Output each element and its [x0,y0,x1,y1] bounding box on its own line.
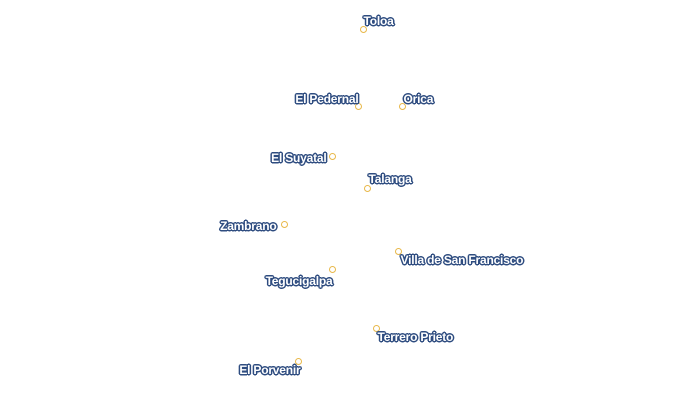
place-marker-icon[interactable] [360,26,367,33]
place-marker-icon[interactable] [399,103,406,110]
place-label: El Suyatal [271,150,327,165]
place-marker-icon[interactable] [329,153,336,160]
place-label: El Porvenir [239,362,301,377]
place-label: Zambrano [220,218,277,233]
place-label: Toloa [363,13,394,28]
place-label: Tegucigalpa [265,273,333,288]
place-marker-icon[interactable] [373,325,380,332]
place-marker-icon[interactable] [355,103,362,110]
place-marker-icon[interactable] [395,248,402,255]
place-label: Villa de San Francisco [400,252,524,267]
place-label: Orica [403,91,434,106]
place-marker-icon[interactable] [295,358,302,365]
place-label: Terrero Prieto [377,329,454,344]
place-label: Talanga [368,171,412,186]
place-marker-icon[interactable] [281,221,288,228]
place-marker-icon[interactable] [329,266,336,273]
place-marker-icon[interactable] [364,185,371,192]
place-label: El Pedernal [295,91,359,106]
